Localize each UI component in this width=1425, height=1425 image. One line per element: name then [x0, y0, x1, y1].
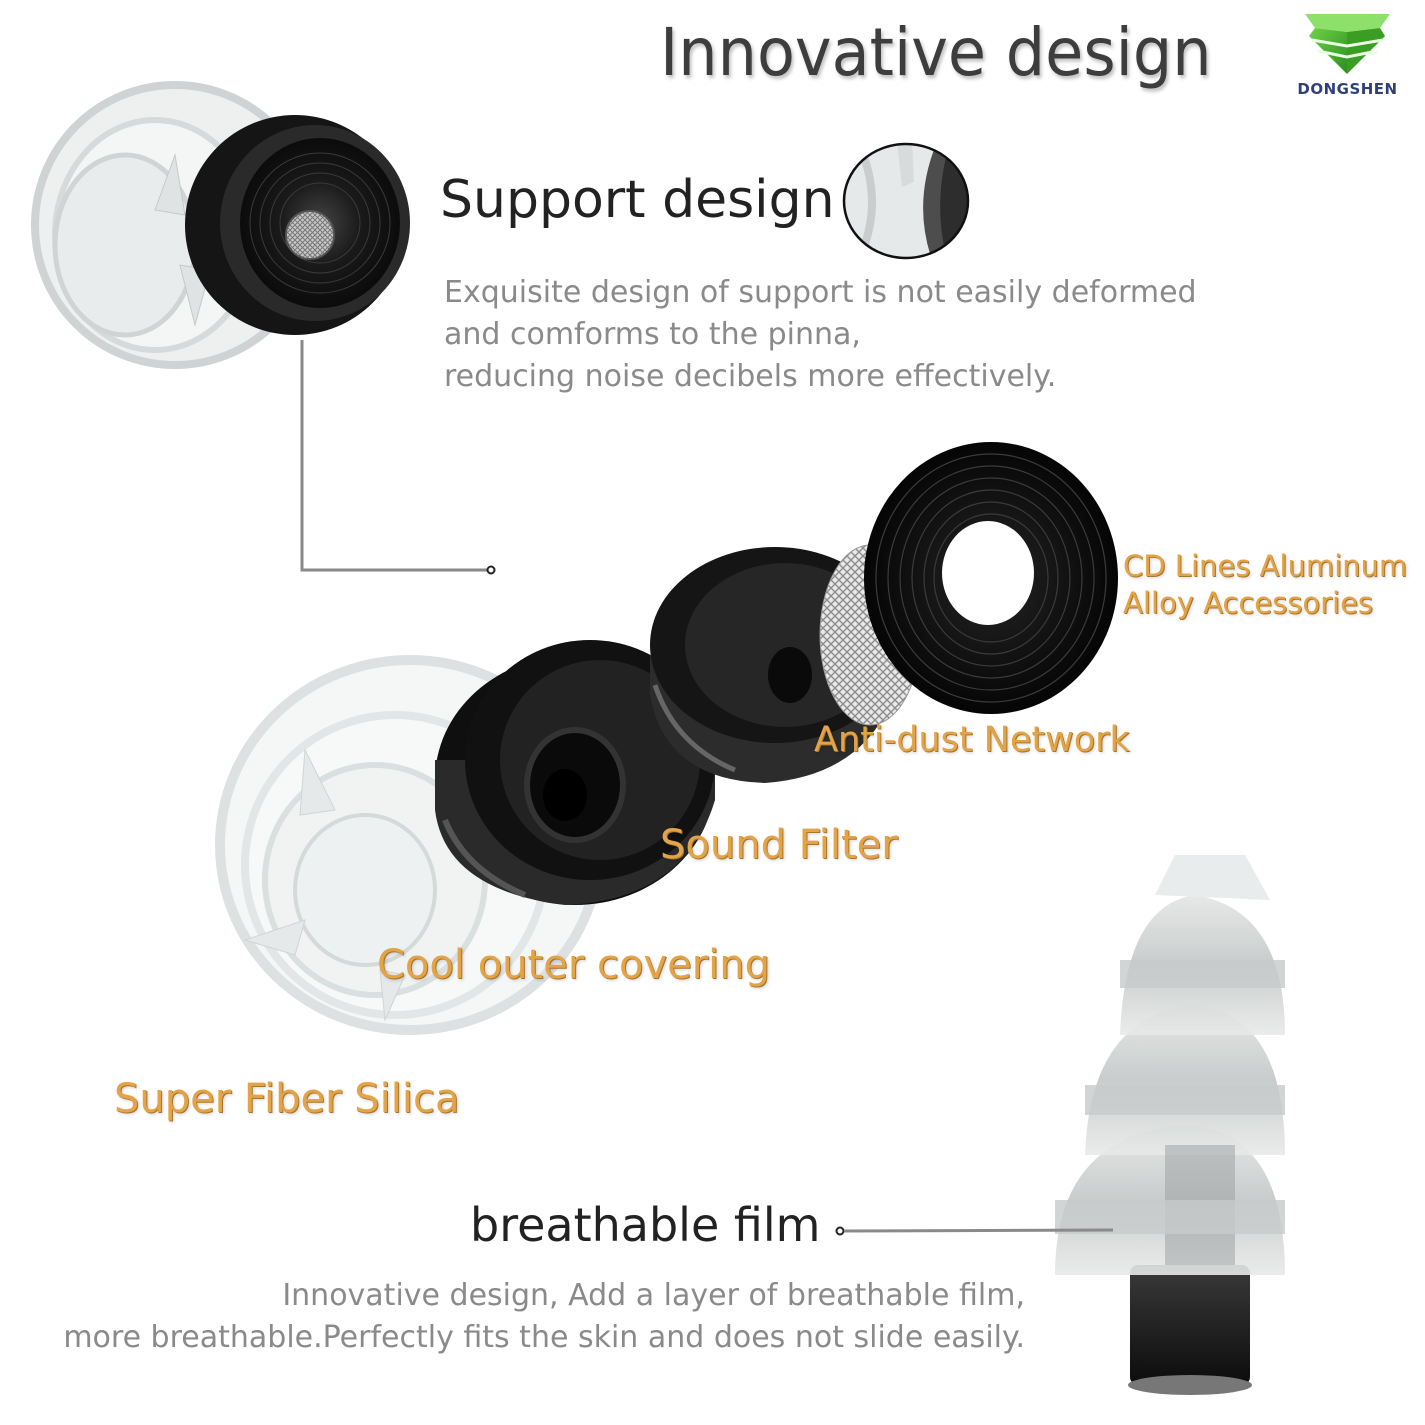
cd-lines-ring-part	[860, 438, 1122, 718]
label-outer-covering: Cool outer covering	[377, 942, 771, 988]
breathable-desc-line: Innovative design, Add a layer of breath…	[282, 1278, 1025, 1313]
support-desc-line: reducing noise decibels more effectively…	[444, 359, 1057, 394]
label-cd-lines-line: CD Lines Aluminum	[1123, 549, 1408, 583]
breathable-connector-line	[835, 1226, 1114, 1236]
breathable-description: Innovative design, Add a layer of breath…	[63, 1275, 1025, 1359]
label-cd-lines-line: Alloy Accessories	[1123, 586, 1374, 620]
breathable-desc-line: more breathable.Perfectly fits the skin …	[63, 1320, 1025, 1355]
brand-logo: DONGSHEN	[1285, 6, 1410, 98]
breathable-film-title: breathable film	[470, 1198, 821, 1252]
label-sound-filter: Sound Filter	[660, 822, 898, 868]
label-silica: Super Fiber Silica	[114, 1076, 460, 1122]
page-title: Innovative design	[660, 14, 1212, 91]
earplug-assembled-image	[25, 75, 425, 395]
connector-line	[300, 340, 496, 575]
label-cd-lines: CD Lines Aluminum Alloy Accessories	[1123, 548, 1407, 622]
support-desc-line: Exquisite design of support is not easil…	[444, 275, 1197, 310]
support-description: Exquisite design of support is not easil…	[444, 272, 1197, 398]
shield-logo-icon	[1305, 14, 1390, 74]
tree-earplug-image	[1045, 855, 1285, 1415]
support-design-title: Support design	[440, 170, 835, 230]
label-anti-dust: Anti-dust Network	[814, 720, 1130, 760]
support-desc-line: and comforms to the pinna,	[444, 317, 861, 352]
support-detail-thumbnail	[842, 142, 970, 260]
brand-name: DONGSHEN	[1297, 80, 1398, 98]
